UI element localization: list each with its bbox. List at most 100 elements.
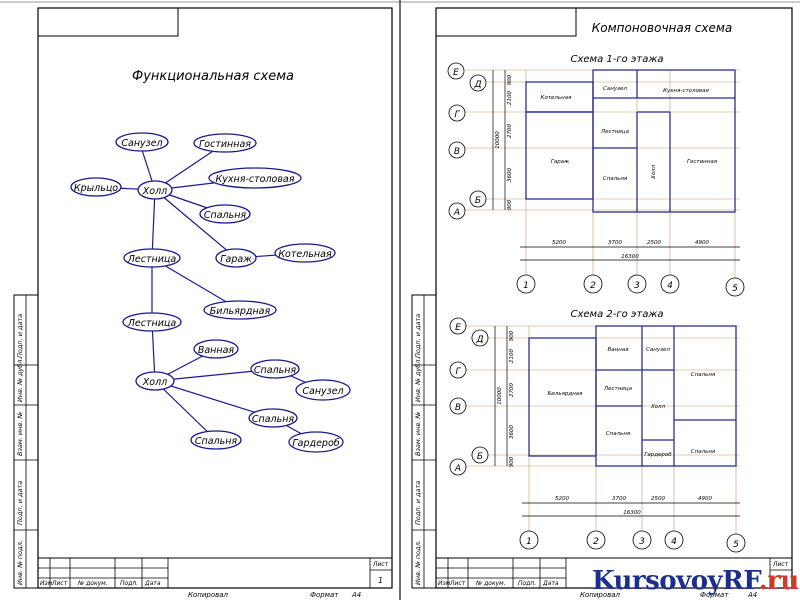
node-vannaya-ellipse xyxy=(193,339,239,359)
p1-lestnitsa: Лестница xyxy=(600,129,630,135)
node-bilyard-ellipse xyxy=(203,300,277,320)
p2-spalnya-r1: Спальня xyxy=(691,372,716,378)
p2-spalnya-mid: Спальня xyxy=(606,431,631,437)
node-lestnitsa1-ellipse xyxy=(123,248,181,268)
plan1-axis-labels: Е Д Г В Б А 1 2 3 4 5 xyxy=(453,68,738,294)
node-kotelnaya: Котельная xyxy=(278,249,332,260)
p1-dim-0: 5200 xyxy=(552,240,566,246)
p2-dim-1: 3700 xyxy=(612,496,626,502)
plan2-axis-bubbles xyxy=(449,317,746,553)
p2-dim-3: 4900 xyxy=(698,496,712,502)
node-spalnya-ellipse xyxy=(199,204,251,224)
right-side-stamp-text: Подп. и дата Инв. № дубл. Взам. инв. № П… xyxy=(414,314,422,585)
p2-dim-total: 16300 xyxy=(623,510,641,516)
node-holl2: Холл xyxy=(142,377,167,388)
p1-row-a: А xyxy=(453,208,460,218)
p1-vdim-0: 900 xyxy=(507,74,513,85)
node-kryltso-ellipse xyxy=(70,177,122,197)
side-podp-data-1: Подп. и дата xyxy=(16,314,24,358)
p2-row-b: Б xyxy=(477,452,483,462)
stamp-list-label: Лист xyxy=(372,561,389,568)
p2-vdim-3: 3600 xyxy=(509,425,515,439)
p1-row-b: Б xyxy=(475,196,481,206)
r-stamp-list: Лист xyxy=(449,580,466,587)
left-top-stamp xyxy=(37,7,179,37)
node-sanuzel: Санузел xyxy=(121,138,162,149)
left-stamp-text: Изм Лист № докум. Подп. Дата Лист 1 Копи… xyxy=(40,561,389,599)
right-title: Компоновочная схема xyxy=(592,21,733,35)
p2-col-3: 3 xyxy=(639,537,645,547)
p2-vdim-0: 900 xyxy=(509,330,515,341)
node-kuhnya: Кухня-столовая xyxy=(216,174,295,185)
node-garderob-ellipse xyxy=(288,431,344,453)
node-lestnitsa1: Лестница xyxy=(127,254,177,265)
p1-dim-1: 3700 xyxy=(608,240,622,246)
r-stamp-data: Дата xyxy=(542,580,559,587)
r-side-inv-podl: Инв. № подл. xyxy=(414,540,422,585)
p2-vdim-total: 10000 xyxy=(497,387,503,405)
node-kotelnaya-ellipse xyxy=(274,243,336,263)
node-sanuzel2-ellipse xyxy=(295,379,351,401)
p1-col-3: 3 xyxy=(634,281,640,291)
p2-holl: Холл xyxy=(650,404,666,410)
watermark-tld: .ru xyxy=(758,566,800,596)
node-lestnitsa2-ellipse xyxy=(122,312,182,332)
stamp-list: Лист xyxy=(51,580,68,587)
p2-spalnya-r2: Спальня xyxy=(691,449,716,455)
plan2-axis-labels: Е Д Г В Б А 1 2 3 4 5 xyxy=(454,323,739,550)
stamp-format: Формат xyxy=(310,591,339,599)
p1-vdim-4: 900 xyxy=(507,199,513,210)
p2-sanuzel: Санузел xyxy=(646,347,670,353)
watermark-logo[interactable]: KursovoyRF.ru xyxy=(592,566,799,596)
p2-col-4: 4 xyxy=(671,537,677,547)
p1-row-g: Г xyxy=(454,110,460,120)
p1-gostinaya: Гостинная xyxy=(687,159,718,165)
plan2-dim-lines xyxy=(494,326,740,517)
node-gostinaya: Гостинная xyxy=(199,139,251,150)
node-spalnya: Спальня xyxy=(204,210,247,221)
p1-col-1: 1 xyxy=(523,281,529,291)
node-sanuzel2: Санузел xyxy=(302,386,343,397)
p1-dim-total: 16300 xyxy=(621,254,639,260)
p2-bilyard: Бильярдная xyxy=(548,391,584,397)
node-spalnya3-ellipse xyxy=(248,408,298,428)
node-gostinaya-ellipse xyxy=(193,133,257,153)
p1-col-2: 2 xyxy=(590,281,596,291)
stamp-a4: А4 xyxy=(351,591,361,599)
side-inv-podl: Инв. № подл. xyxy=(16,540,24,585)
plan2-walls xyxy=(528,325,737,467)
node-lestnitsa2: Лестница xyxy=(127,318,177,329)
p1-kotelnaya: Котельная xyxy=(541,95,573,101)
node-sanuzel-ellipse xyxy=(115,132,169,152)
plan1-walls xyxy=(525,69,736,213)
node-bilyard: Бильярдная xyxy=(210,306,271,317)
plan1-dims: 5200 3700 2500 4900 16300 900 2100 2700 … xyxy=(495,74,709,260)
plan2-rooms: Бильярдная Ванная Санузел Спальня Лестни… xyxy=(548,347,716,458)
right-sheet xyxy=(411,7,793,589)
p2-row-a: А xyxy=(454,464,461,474)
p2-garderob: Гардероб xyxy=(644,452,672,458)
node-spalnya4: Спальня xyxy=(195,436,238,447)
plan2-axes xyxy=(465,325,740,538)
p2-vdim-4: 900 xyxy=(509,456,515,467)
node-spalnya2: Спальня xyxy=(254,365,297,376)
p2-row-d: Д xyxy=(475,335,483,345)
p2-col-2: 2 xyxy=(593,537,599,547)
r-stamp-kopiroval: Копировал xyxy=(580,591,621,599)
node-kuhnya-ellipse xyxy=(208,167,302,189)
function-nodes xyxy=(70,132,351,453)
side-inv-dubl: Инв. № дубл. xyxy=(16,358,24,402)
side-vzam-inv: Взам. инв. № xyxy=(16,412,24,456)
p1-vdim-2: 2700 xyxy=(507,124,513,138)
p2-col-1: 1 xyxy=(526,537,532,547)
function-labels: Санузел Гостинная Крыльцо Холл Кухня-сто… xyxy=(74,138,344,449)
stamp-kopiroval: Копировал xyxy=(188,591,229,599)
p1-vdim-1: 2100 xyxy=(507,91,513,105)
p2-dim-0: 5200 xyxy=(555,496,569,502)
right-stamp-text: Изм Лист № докум. Подп. Дата Лист Копиро… xyxy=(438,561,789,599)
side-podp-data-2: Подп. и дата xyxy=(16,481,24,525)
p2-lestnitsa: Лестница xyxy=(603,386,633,392)
p2-col-5: 5 xyxy=(733,540,739,550)
left-frame xyxy=(37,7,393,589)
